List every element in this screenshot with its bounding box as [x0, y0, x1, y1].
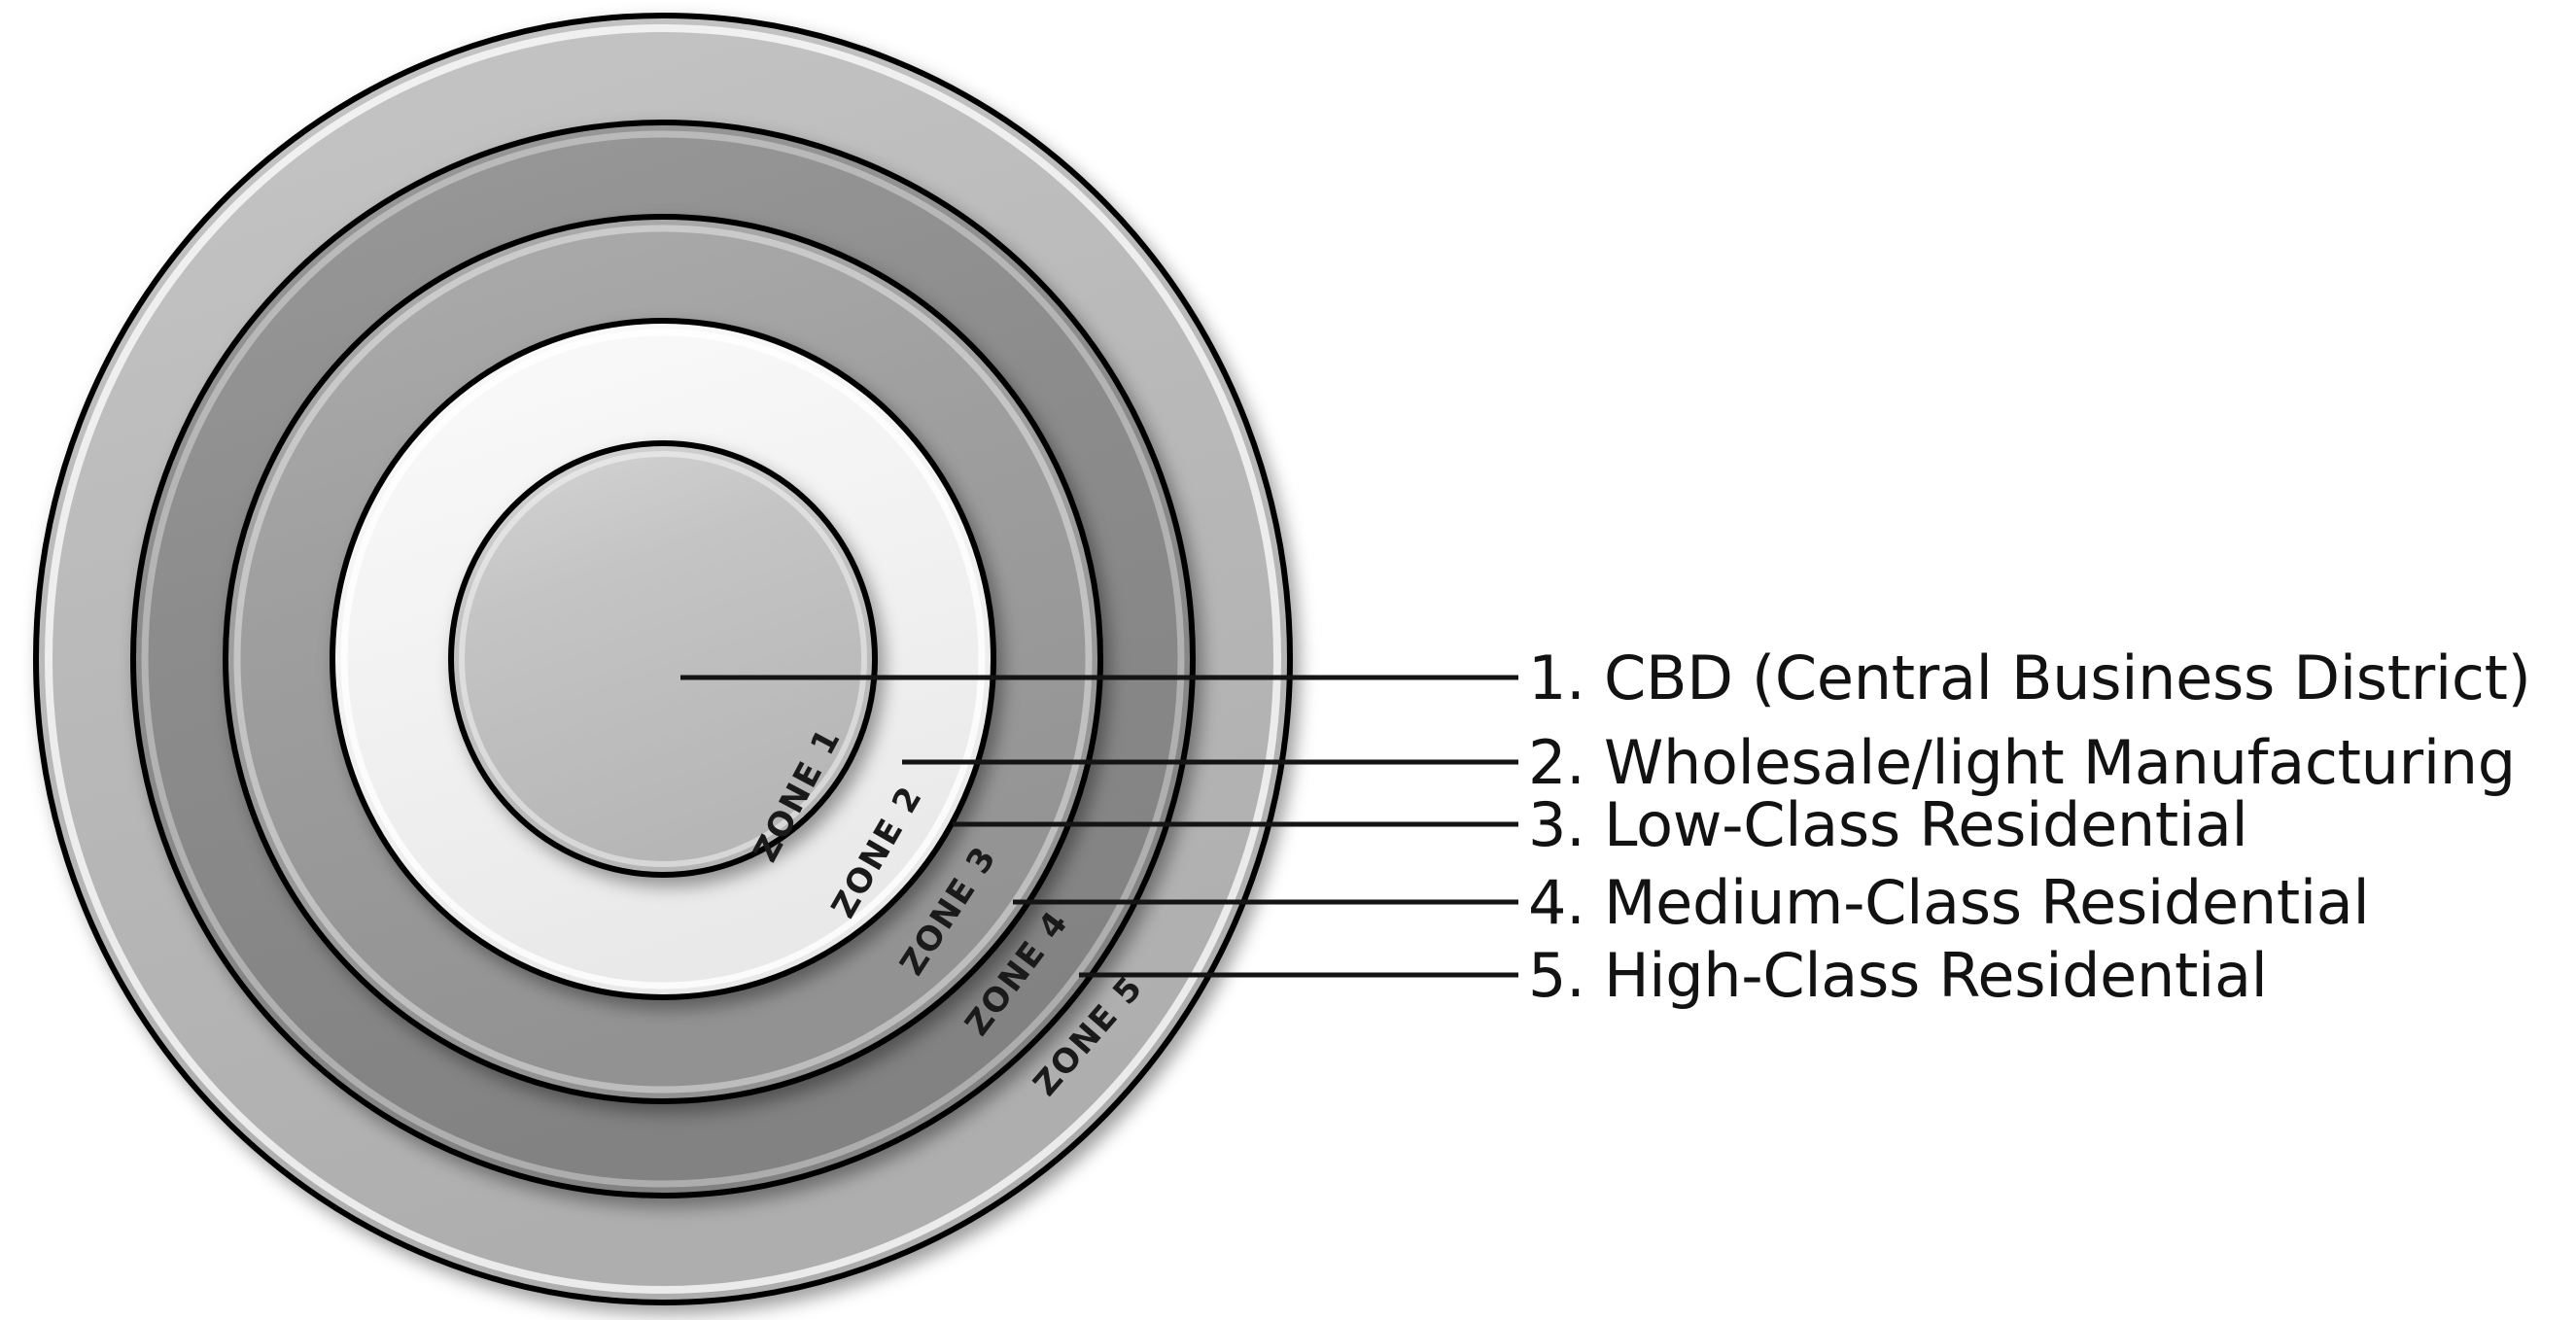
- legend-item-4[interactable]: 4. Medium-Class Residential: [1528, 867, 2370, 938]
- zone-1-inner-highlight: [459, 451, 867, 867]
- legend-item-3[interactable]: 3. Low-Class Residential: [1528, 789, 2248, 860]
- zone-2-inner-highlight: [340, 329, 986, 990]
- legend-group: 1. CBD (Central Business District) 2. Wh…: [1528, 643, 2531, 1011]
- zone-5-inner-highlight: [45, 24, 1281, 1294]
- zone-ring-1[interactable]: [448, 440, 878, 878]
- leader-lines-group: [680, 675, 1518, 978]
- zone-3-inner-highlight: [233, 225, 1093, 1094]
- zone-4-inner-highlight: [141, 130, 1185, 1188]
- zone-1-shape: [448, 440, 878, 878]
- legend-item-5[interactable]: 5. High-Class Residential: [1528, 940, 2268, 1011]
- legend-item-2[interactable]: 2. Wholesale/light Manufacturing: [1528, 727, 2516, 798]
- legend-item-1[interactable]: 1. CBD (Central Business District): [1528, 643, 2531, 713]
